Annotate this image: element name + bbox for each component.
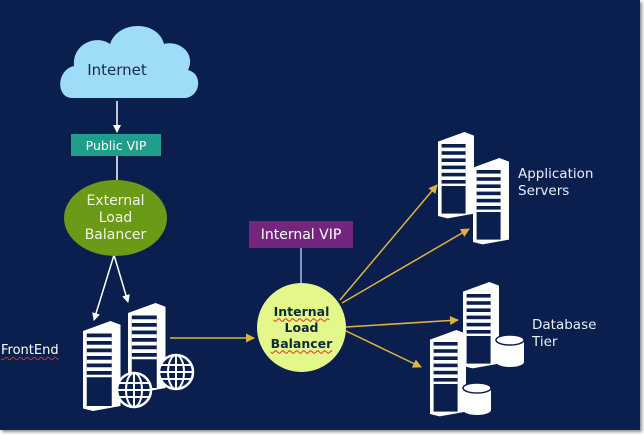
arrow-internal-lb-to-app-server-2 [341, 228, 470, 304]
frontend-globe-icon-1 [115, 371, 153, 409]
arrow-external-lb-to-frontend-1 [92, 254, 115, 321]
app-servers-label: Application Servers [518, 166, 593, 200]
database-tier-label: Database Tier [532, 317, 596, 351]
arrow-external-lb-to-frontend-2 [113, 254, 130, 303]
internal-lb-line1: Internal [273, 303, 330, 319]
app-servers-line2: Servers [518, 183, 570, 199]
database-icon-2 [462, 382, 492, 416]
app-server-icon-1 [438, 132, 474, 219]
app-server-icon-2 [473, 158, 509, 245]
database-tier-line2: Tier [532, 334, 558, 350]
internet-cloud [60, 26, 199, 98]
internal-load-balancer: Internal Load Balancer [257, 283, 346, 372]
external-lb-line2: Load [98, 209, 133, 226]
database-tier-line1: Database [532, 317, 597, 333]
external-load-balancer: External Load Balancer [64, 180, 167, 256]
internal-vip-label: Internal VIP [260, 226, 342, 243]
frontend-label: FrontEnd [1, 343, 59, 358]
app-servers-line1: Application [518, 166, 594, 182]
external-lb-line1: External [86, 192, 145, 209]
public-vip-box: Public VIP [71, 134, 161, 156]
database-icon-1 [495, 334, 525, 368]
internal-lb-line2: Load [284, 319, 319, 335]
db-server-icon-2 [430, 330, 466, 417]
arrow-internal-lb-to-app-server-1 [339, 184, 438, 301]
internal-lb-line3: Balancer [270, 335, 333, 351]
frontend-globe-icon-2 [157, 353, 195, 391]
arrow-internal-lb-to-db-server-2 [343, 329, 422, 368]
public-vip-label: Public VIP [85, 137, 147, 153]
db-server-icon-1 [463, 282, 499, 369]
internal-vip-box: Internal VIP [249, 221, 353, 248]
internet-label: Internet [87, 61, 147, 79]
arrow-internal-lb-to-db-server-1 [345, 316, 459, 328]
frontend-server-icon-1 [83, 321, 121, 411]
external-lb-line3: Balancer [84, 226, 147, 243]
